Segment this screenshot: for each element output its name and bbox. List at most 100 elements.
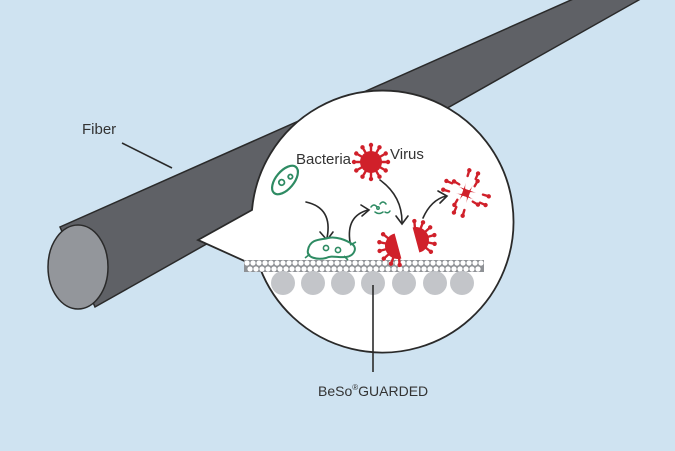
coating-dot	[328, 260, 334, 266]
coating-dot	[352, 260, 358, 266]
coating-dot	[466, 260, 472, 266]
virus-fragments-icon	[441, 168, 491, 218]
coating-dot	[280, 260, 286, 266]
coating-dot	[406, 260, 412, 266]
coating-dot	[337, 266, 343, 272]
coating-particle	[271, 271, 295, 295]
coating-dot	[373, 266, 379, 272]
coating-dot	[256, 260, 262, 266]
coating-dot	[307, 266, 313, 272]
registered-mark: ®	[352, 383, 358, 392]
arrow-fragments-head	[437, 190, 449, 204]
coating-dot	[283, 266, 289, 272]
coating-dot	[253, 266, 259, 272]
coating-dot	[334, 260, 340, 266]
fiber-label: Fiber	[82, 121, 116, 138]
arrow-bacteria-to-coating	[305, 201, 329, 239]
bacteria-label: Bacteria	[296, 151, 352, 168]
coating-dot	[340, 260, 346, 266]
coating-dot	[445, 266, 451, 272]
coating-dot	[292, 260, 298, 266]
coating-dot	[295, 266, 301, 272]
coating-dot	[271, 266, 277, 272]
coating-dot	[412, 260, 418, 266]
coating-dot	[349, 266, 355, 272]
coating-dot	[442, 260, 448, 266]
coating-dot	[478, 260, 484, 266]
virus-icon	[351, 142, 391, 182]
coating-dot	[451, 266, 457, 272]
coating-dot	[397, 266, 403, 272]
coating-dot	[424, 260, 430, 266]
coating-dot	[343, 266, 349, 272]
coating-dot	[379, 266, 385, 272]
coating-dot	[430, 260, 436, 266]
fiber-leader-line	[121, 142, 173, 169]
coating-surface	[244, 260, 484, 272]
coating-dot	[361, 266, 367, 272]
coating-dot	[301, 266, 307, 272]
arrow-virus-head	[395, 215, 409, 226]
coating-particle	[423, 271, 447, 295]
coating-dot	[319, 266, 325, 272]
arrow-virus-to-coating	[379, 179, 403, 223]
brand-rest-text: GUARDED	[358, 383, 428, 399]
coating-dot	[382, 260, 388, 266]
coating-dot	[259, 266, 265, 272]
coating-dot	[475, 266, 481, 272]
coating-particle	[331, 271, 355, 295]
coating-dot	[391, 266, 397, 272]
coating-dot	[346, 260, 352, 266]
virus-label: Virus	[390, 146, 424, 163]
coating-dot	[355, 266, 361, 272]
destroyed-virus-icon	[377, 218, 437, 268]
bacteria-debris-icon	[370, 201, 391, 215]
coating-dot	[448, 260, 454, 266]
coating-dot	[274, 260, 280, 266]
coating-dot	[463, 266, 469, 272]
coating-dot	[331, 266, 337, 272]
arrow-debris-up	[348, 209, 369, 243]
coating-dot	[403, 266, 409, 272]
embedded-particles	[271, 271, 474, 295]
coating-dot	[421, 266, 427, 272]
coating-dot	[457, 266, 463, 272]
coating-dot	[316, 260, 322, 266]
coating-particle	[392, 271, 416, 295]
coating-dot	[409, 266, 415, 272]
coating-dot	[250, 260, 256, 266]
coating-dot	[439, 266, 445, 272]
coating-dot	[322, 260, 328, 266]
coating-dot	[436, 260, 442, 266]
brand-main-text: BeSo	[318, 383, 352, 399]
coating-dot	[289, 266, 295, 272]
coating-dot	[304, 260, 310, 266]
coating-dot	[418, 260, 424, 266]
coating-dot	[313, 266, 319, 272]
coating-dot	[247, 266, 253, 272]
coating-dot	[358, 260, 364, 266]
coating-dot	[472, 260, 478, 266]
coating-dot	[325, 266, 331, 272]
arrow-to-fragments	[422, 195, 447, 219]
coating-particle	[450, 271, 474, 295]
coating-dot	[298, 260, 304, 266]
coating-particle	[361, 271, 385, 295]
fiber-end-face	[47, 224, 109, 310]
coating-dot	[460, 260, 466, 266]
coating-dot	[370, 260, 376, 266]
coating-dot	[286, 260, 292, 266]
coating-dot	[265, 266, 271, 272]
beso-guarded-label: BeSo®GUARDED	[318, 383, 428, 399]
coating-dot	[454, 260, 460, 266]
coating-dot	[268, 260, 274, 266]
coating-dot	[433, 266, 439, 272]
coating-dot	[427, 266, 433, 272]
arrow-debris-head	[360, 204, 371, 217]
coating-dot	[415, 266, 421, 272]
coating-dot	[367, 266, 373, 272]
coating-dot	[364, 260, 370, 266]
bacteria-icon	[270, 164, 300, 196]
